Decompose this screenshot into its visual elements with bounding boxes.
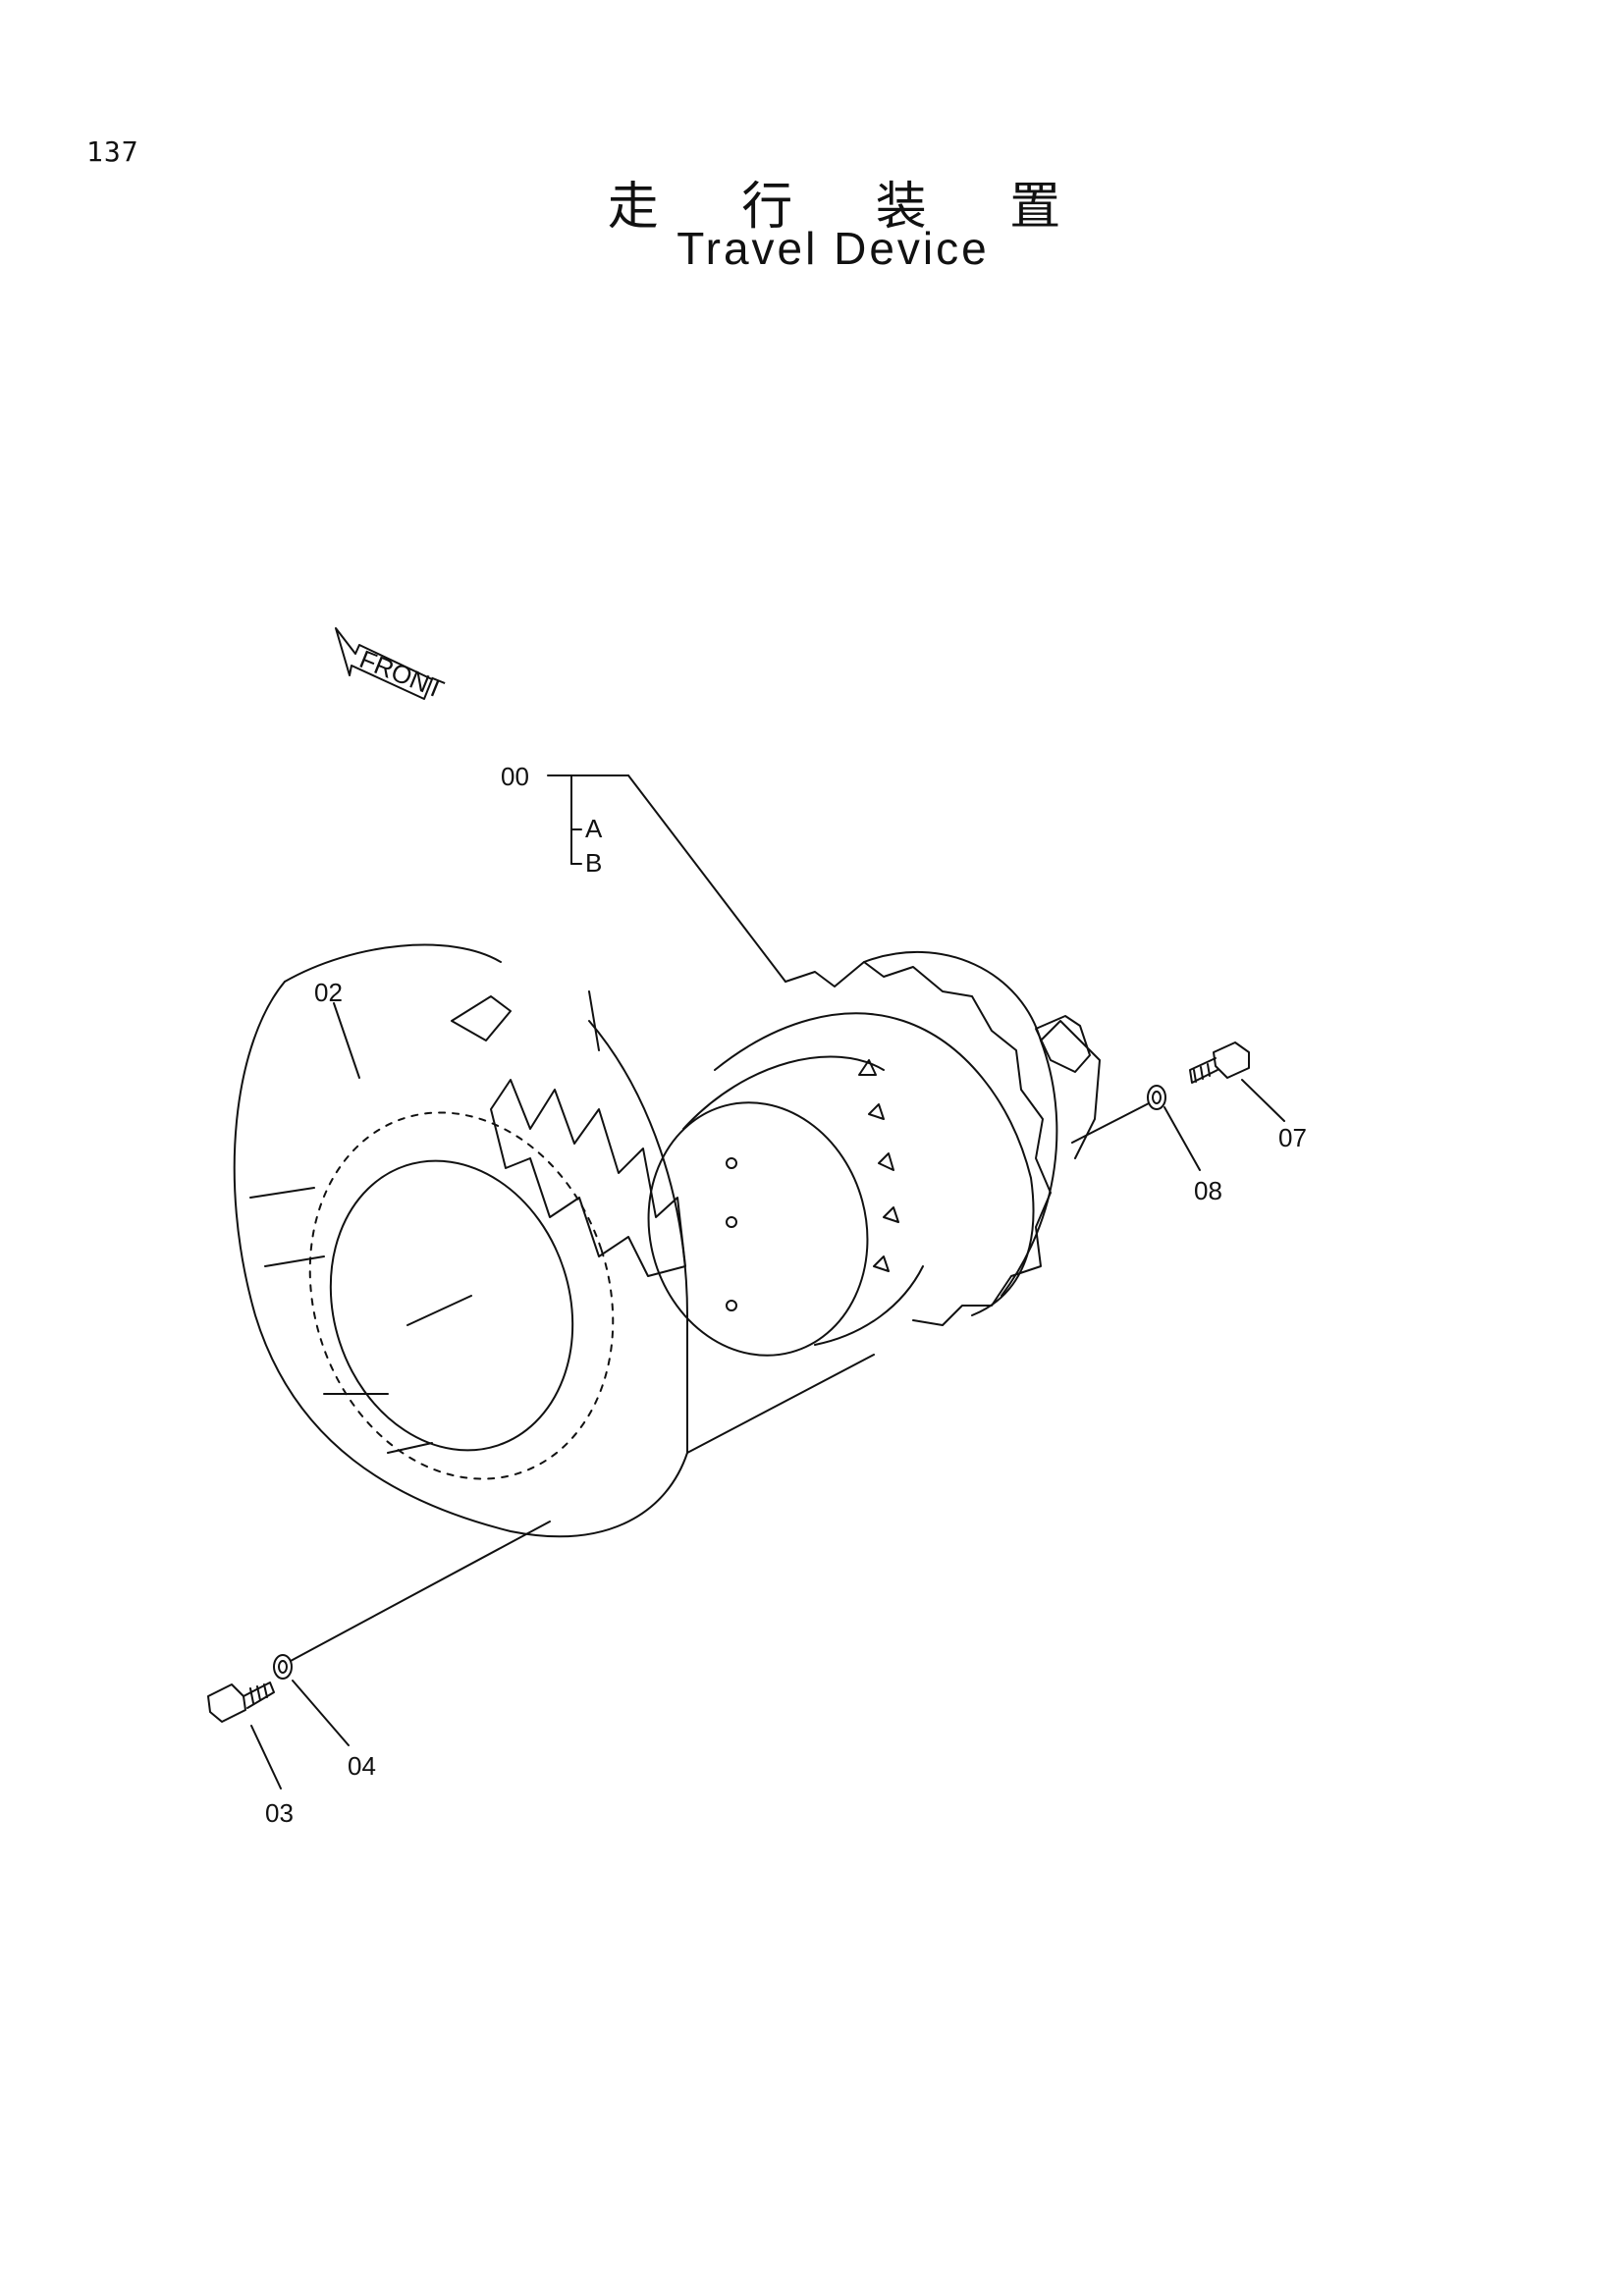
callout-a: A (585, 814, 603, 843)
callout-04: 04 (348, 1751, 376, 1781)
right-bolt-part (1189, 1041, 1250, 1084)
front-arrow-icon (335, 627, 433, 700)
sprocket-leader-line (686, 1354, 875, 1454)
assembly-callout-bracket (547, 774, 786, 983)
callout-02: 02 (314, 978, 343, 1007)
left-bolt-leader-line (290, 1521, 551, 1662)
title-japanese: 走 行 装 置 (607, 178, 1095, 237)
page-number: 137 (86, 135, 139, 168)
callout-b: B (585, 848, 602, 878)
title-english: Travel Device (676, 223, 990, 274)
callout-07: 07 (1278, 1123, 1307, 1152)
callout-00: 00 (501, 762, 529, 791)
right-bolt-leader-line (1071, 1102, 1150, 1144)
right-washer-hole (1152, 1091, 1162, 1104)
callout-03: 03 (265, 1798, 294, 1828)
callout-leader-08 (1163, 1106, 1201, 1171)
left-bolt-part (207, 1682, 275, 1723)
callout-leader-07 (1241, 1079, 1285, 1122)
sprocket-part (233, 943, 688, 1538)
front-arrow-label: FRONT (355, 644, 448, 704)
callout-leader-03 (250, 1725, 282, 1789)
left-washer-hole (278, 1660, 288, 1674)
right-washer-part (1147, 1085, 1166, 1110)
callout-08: 08 (1194, 1176, 1222, 1205)
left-washer-part (273, 1654, 293, 1680)
travel-motor-part (647, 951, 1101, 1357)
callout-leader-04 (292, 1680, 350, 1746)
callout-leader-02 (333, 1002, 360, 1079)
